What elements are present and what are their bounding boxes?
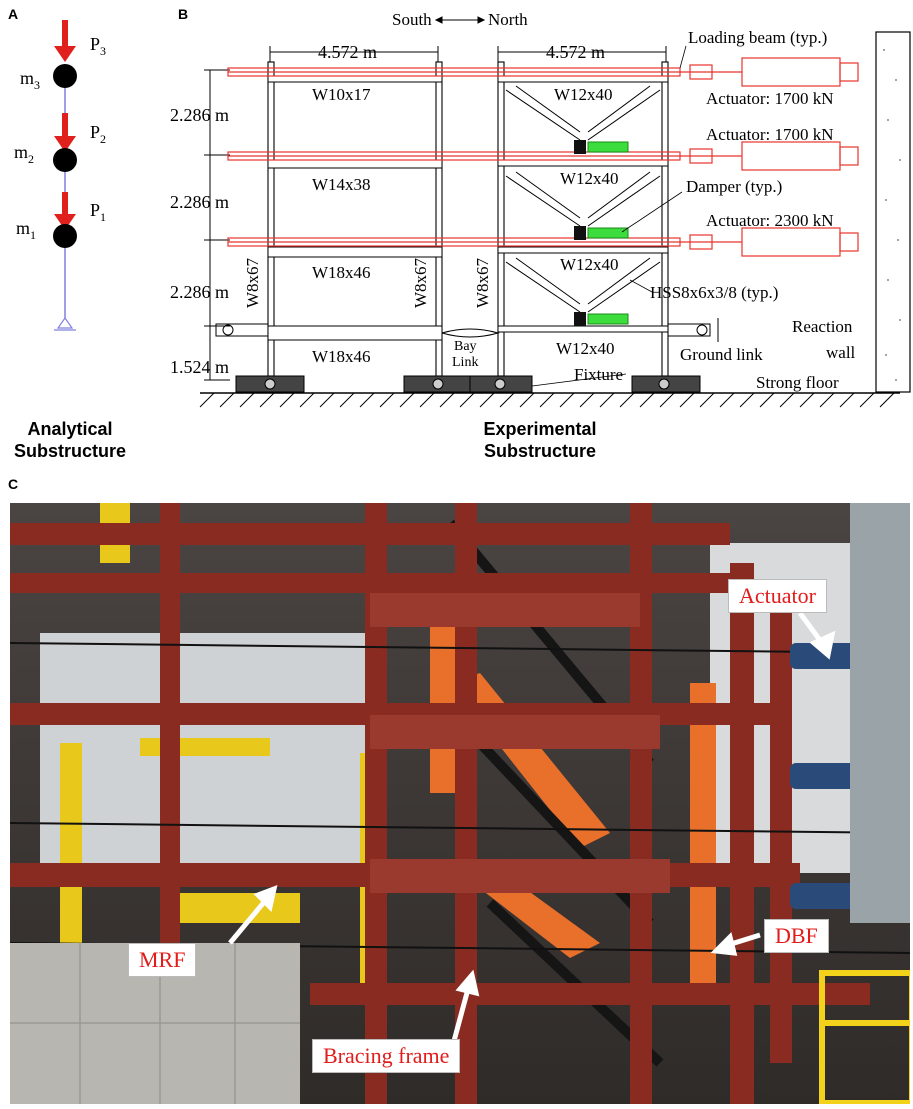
force-label-1: P1 — [90, 200, 106, 224]
dampers — [574, 140, 629, 326]
bay-link-label-1: Bay — [454, 339, 477, 354]
concrete-block-joints — [10, 943, 300, 1104]
force-arrow-head-2 — [54, 136, 76, 152]
loading-beam-label: Loading beam (typ.) — [688, 28, 827, 47]
actuator-label-3: Actuator: 2300 kN — [706, 211, 833, 230]
leader-lines — [531, 45, 687, 387]
column-label-2: W8x67 — [411, 257, 430, 308]
reaction-wall-label-2: wall — [826, 343, 856, 362]
back-wall-left — [40, 633, 370, 883]
experimental-caption: Experimental Substructure — [440, 418, 640, 462]
beam-right-2: W12x40 — [560, 169, 619, 188]
callout-dbf: DBF — [764, 919, 829, 953]
experimental-caption-line1: Experimental — [483, 419, 597, 439]
damper-label: Damper (typ.) — [686, 177, 782, 196]
analytical-caption-line2: Substructure — [13, 441, 127, 461]
brace-label: HSS8x6x3/8 (typ.) — [650, 283, 778, 302]
experimental-caption-line2: Substructure — [483, 441, 597, 461]
mass-circle-3 — [53, 64, 77, 88]
ground-hatching — [199, 392, 895, 408]
mass-3 — [53, 20, 77, 88]
fixture-label: Fixture — [574, 365, 623, 384]
panel-a-analytical: A m3 P3 m2 P2 m1 P1 Analytical S — [0, 0, 180, 470]
mass-1 — [53, 192, 77, 248]
mass-label-1: m1 — [16, 218, 36, 242]
reaction-wall-texture — [883, 49, 901, 381]
story-height-3: 2.286 m — [170, 105, 229, 125]
mass-circle-2 — [53, 148, 77, 172]
mass-2 — [53, 113, 77, 172]
callout-actuator: Actuator — [728, 579, 827, 613]
beam-left-ground: W18x46 — [312, 347, 371, 366]
force-label-3: P3 — [90, 34, 106, 58]
story-height-2: 2.286 m — [170, 192, 229, 212]
beam-left-3: W10x17 — [312, 85, 371, 104]
fixtures — [235, 375, 701, 393]
analytical-caption-line1: Analytical — [27, 419, 113, 439]
column-label-3: W8x67 — [473, 257, 492, 308]
bay-link-label-2: Link — [452, 355, 478, 370]
panel-label-b: B — [178, 6, 189, 22]
panel-label-c: C — [8, 476, 19, 492]
direction-north: North — [488, 10, 528, 29]
force-arrow-head-3 — [54, 46, 76, 62]
beam-right-3: W12x40 — [554, 85, 613, 104]
reaction-wall — [875, 31, 911, 393]
force-label-2: P2 — [90, 122, 106, 146]
panel-label-a: A — [8, 6, 19, 22]
strong-floor-label: Strong floor — [756, 373, 839, 392]
pin-support-icon — [54, 316, 76, 331]
panel-b-experimental: B — [170, 0, 913, 470]
bay-width-left: 4.572 m — [318, 42, 377, 62]
braces — [505, 85, 661, 313]
force-arrow-head-1 — [54, 214, 76, 230]
callout-bracing-frame: Bracing frame — [312, 1039, 461, 1073]
callout-arrows — [228, 611, 836, 1042]
mass-label-2: m2 — [14, 142, 34, 166]
yellow-railing — [819, 970, 910, 1104]
analytical-caption: Analytical Substructure — [0, 418, 140, 462]
column-label-1: W8x67 — [243, 257, 262, 308]
beam-right-ground: W12x40 — [556, 339, 615, 358]
story-height-1: 2.286 m — [170, 282, 229, 302]
mass-circle-1 — [53, 224, 77, 248]
bay-link — [441, 328, 500, 338]
beam-left-1: W18x46 — [312, 263, 371, 282]
actuators — [680, 57, 859, 257]
analytical-model: m3 P3 m2 P2 m1 P1 — [14, 20, 106, 331]
bay-width-right: 4.572 m — [546, 42, 605, 62]
mass-label-3: m3 — [20, 68, 40, 92]
beam-left-2: W14x38 — [312, 175, 371, 194]
direction-arrow-icon — [434, 16, 486, 24]
panel-c-photo: Actuator MRF DBF Bracing frame — [10, 503, 910, 1104]
reaction-wall-label-1: Reaction — [792, 317, 853, 336]
direction-south: South — [392, 10, 432, 29]
actuator-label-1: Actuator: 1700 kN — [706, 89, 833, 108]
reaction-column — [850, 503, 910, 923]
ground-link-label: Ground link — [680, 345, 763, 364]
ground-links — [209, 318, 719, 342]
experimental-frame-drawing: South North 4.572 m 4.572 m 2.286 m 2.28… — [170, 10, 911, 408]
beam-right-1: W12x40 — [560, 255, 619, 274]
floor-beams — [267, 75, 669, 341]
callout-mrf: MRF — [128, 943, 197, 977]
story-height-ground: 1.524 m — [170, 357, 229, 377]
red-steel-beams — [10, 523, 870, 1005]
actuator-label-2: Actuator: 1700 kN — [706, 125, 833, 144]
